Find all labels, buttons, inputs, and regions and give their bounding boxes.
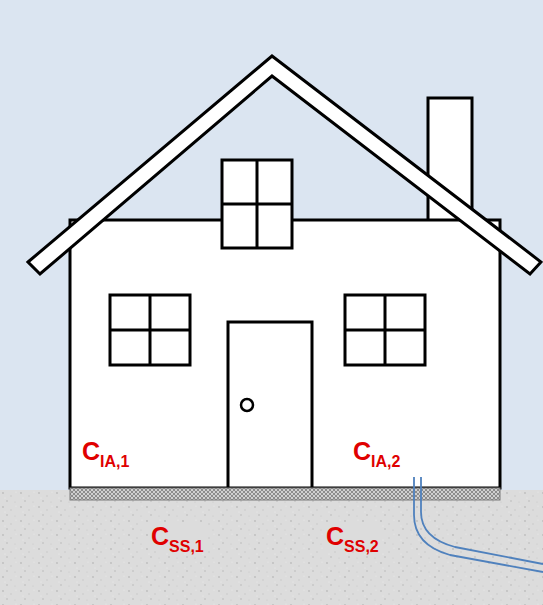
house-wall	[70, 220, 500, 488]
subslab-label: CSS,1	[148, 523, 207, 550]
indoor-air-label: CIA,1	[79, 438, 132, 465]
concentration-symbol: C	[82, 439, 100, 464]
sampling-pipes	[414, 477, 543, 572]
window-bars	[345, 295, 425, 365]
upper-window	[222, 160, 292, 248]
subscript-text: IA,1	[100, 454, 129, 470]
indoor-air-label: CIA,2	[350, 438, 403, 465]
subscript-text: SS,1	[169, 539, 204, 555]
pipe	[421, 477, 543, 564]
door	[228, 322, 312, 488]
concentration-symbol: C	[353, 439, 371, 464]
subslab-label: CSS,2	[323, 523, 382, 550]
left-window	[110, 295, 190, 365]
subscript-text: IA,2	[371, 454, 400, 470]
window-bars	[110, 295, 190, 365]
door-knob	[241, 399, 253, 411]
pipe	[414, 477, 543, 572]
window-bars	[222, 160, 292, 248]
sky	[0, 0, 543, 490]
roof	[28, 56, 541, 274]
subscript-text: SS,2	[344, 539, 379, 555]
right-window	[345, 295, 425, 365]
foundation-slab	[70, 488, 500, 500]
concentration-symbol: C	[151, 524, 169, 549]
concentration-symbol: C	[326, 524, 344, 549]
